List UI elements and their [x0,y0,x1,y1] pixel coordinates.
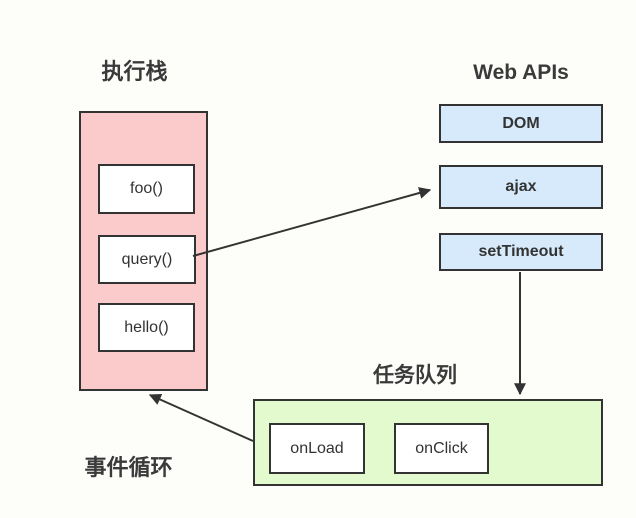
stack-frame-hello: hello() [98,303,195,352]
web-apis-title: Web APIs [473,61,569,84]
stack-frame-query: query() [98,235,196,284]
task-onload: onLoad [269,423,365,474]
task-queue-title: 任务队列 [373,364,457,387]
web-api-settimeout-box: setTimeout [439,233,603,271]
task-queue-box: onLoad onClick [253,399,603,486]
event-loop-label: 事件循环 [84,455,173,480]
arrow-query-to-ajax [192,187,432,257]
stack-frame-foo: foo() [98,164,195,214]
execution-stack-box: foo() query() hello() [79,111,208,391]
execution-stack-title: 执行栈 [101,59,168,84]
web-api-dom-box: DOM [439,104,603,143]
web-api-ajax-box: ajax [439,165,603,209]
arrow-queue-to-stack [148,393,254,442]
task-onclick: onClick [394,423,489,474]
